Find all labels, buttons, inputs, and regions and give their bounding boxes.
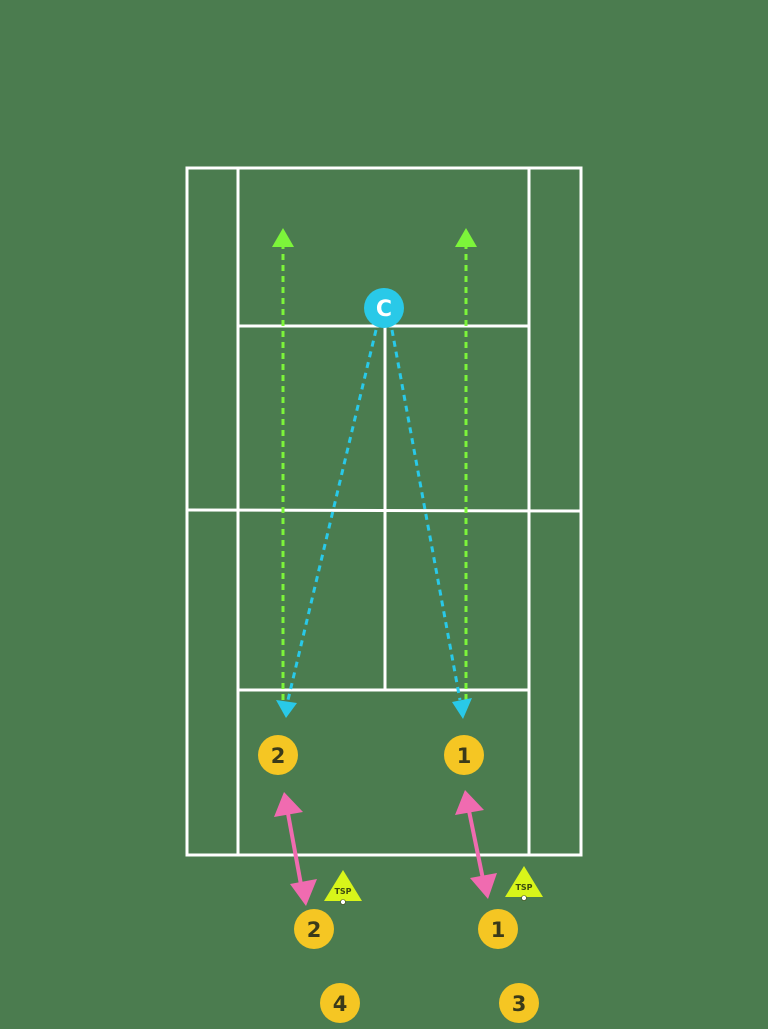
cone-left-triangle (324, 870, 362, 901)
cone-left-label: TSP (334, 887, 351, 896)
coach-marker: C (364, 288, 404, 328)
player-queue-left-front-label: 2 (307, 918, 322, 942)
pink-move-left-path (285, 807, 304, 891)
cone-left: TSP (324, 870, 362, 905)
pink-move-right-path (466, 805, 486, 885)
blue-feed-paths (286, 329, 462, 701)
player-queue-left-front: 2 (294, 909, 334, 949)
player-court-right-label: 1 (457, 744, 472, 768)
pink-arrowhead-right-top (455, 790, 484, 815)
tennis-court (185, 166, 583, 857)
net-line (186, 508, 582, 513)
player-queue-right-front: 1 (478, 909, 518, 949)
player-court-left-label: 2 (271, 744, 286, 768)
pink-move-arrows (285, 805, 486, 891)
blue-arrowhead-right (452, 698, 472, 719)
player-queue-right-front-label: 1 (491, 918, 506, 942)
player-queue-left-back-label: 4 (333, 992, 348, 1016)
green-run-paths (281, 247, 468, 700)
pink-arrowhead-right-bottom (470, 873, 497, 899)
green-arrowhead-left (272, 228, 294, 247)
blue-feed-to-left (286, 329, 378, 701)
blue-arrowhead-left (276, 700, 297, 718)
cone-right-triangle (505, 866, 543, 897)
coach-circle (364, 288, 404, 328)
player-court-left: 2 (258, 735, 298, 775)
cone-right-label: TSP (515, 883, 532, 892)
cone-right: TSP (505, 866, 543, 901)
player-queue-right-back-label: 3 (512, 992, 527, 1016)
pink-arrowhead-left-top (274, 792, 303, 817)
player-queue-right-back: 3 (499, 983, 539, 1023)
player-court-right: 1 (444, 735, 484, 775)
coach-label: C (376, 297, 392, 322)
blue-feed-to-right (390, 329, 462, 701)
pink-arrowhead-left-bottom (290, 879, 317, 906)
green-arrowhead-right (455, 228, 477, 247)
player-queue-left-back: 4 (320, 983, 360, 1023)
